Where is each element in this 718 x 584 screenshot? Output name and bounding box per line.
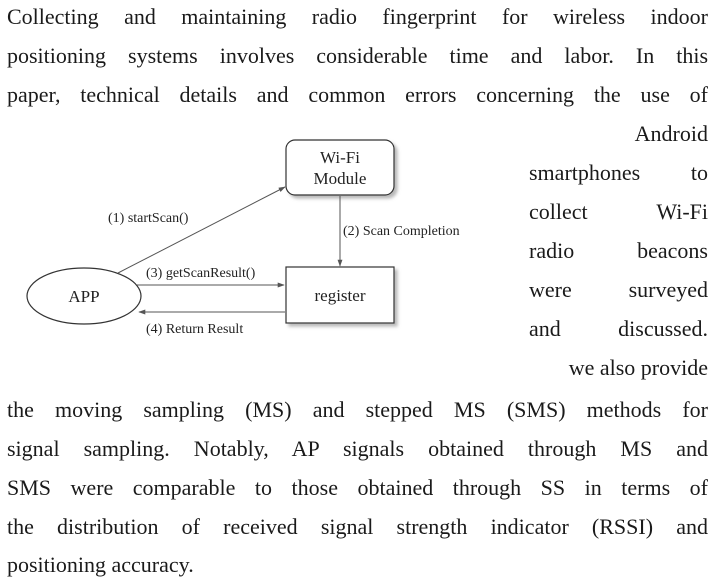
return-result-label: (4) Return Result [146, 322, 243, 337]
paragraph-line-9: and discussed. [529, 316, 708, 341]
paragraph-line-7: radio beacons [529, 238, 708, 263]
paragraph-line-14: the distribution of received signal stre… [7, 514, 708, 539]
register-node: register [285, 266, 395, 324]
start-scan-label: (1) startScan() [108, 211, 189, 226]
paragraph-line-10: we also provide [568, 355, 708, 380]
paragraph-line-2: positioning systems involves considerabl… [7, 43, 708, 68]
paragraph-line-6: collect Wi-Fi [529, 199, 708, 224]
paragraph-line-4: Android [634, 121, 708, 146]
paragraph-line-8: were surveyed [529, 277, 708, 302]
scan-completion-label: (2) Scan Completion [343, 224, 460, 239]
paragraph-line-13: SMS were comparable to those obtained th… [7, 475, 708, 500]
app-label: APP [68, 287, 99, 306]
wifi-module-label-line-2: Module [314, 169, 367, 188]
app-node: APP [26, 267, 142, 325]
paragraph-line-11: the moving sampling (MS) and stepped MS … [7, 397, 708, 422]
paragraph-line-5: smartphones to [529, 160, 708, 185]
wifi-module-label-line-1: Wi-Fi [320, 148, 360, 167]
register-label: register [315, 286, 366, 305]
paragraph-line-12: signal sampling. Notably, AP signals obt… [7, 436, 708, 461]
paragraph-line-1: Collecting and maintaining radio fingerp… [7, 4, 708, 29]
wifi-module-node: Wi-Fi Module [285, 139, 395, 196]
paragraph-line-15: positioning accuracy. [7, 552, 194, 577]
start-scan-arrow [117, 186, 286, 274]
paragraph-line-3: paper, technical details and common erro… [7, 82, 708, 107]
get-scan-result-label: (3) getScanResult() [146, 266, 256, 281]
